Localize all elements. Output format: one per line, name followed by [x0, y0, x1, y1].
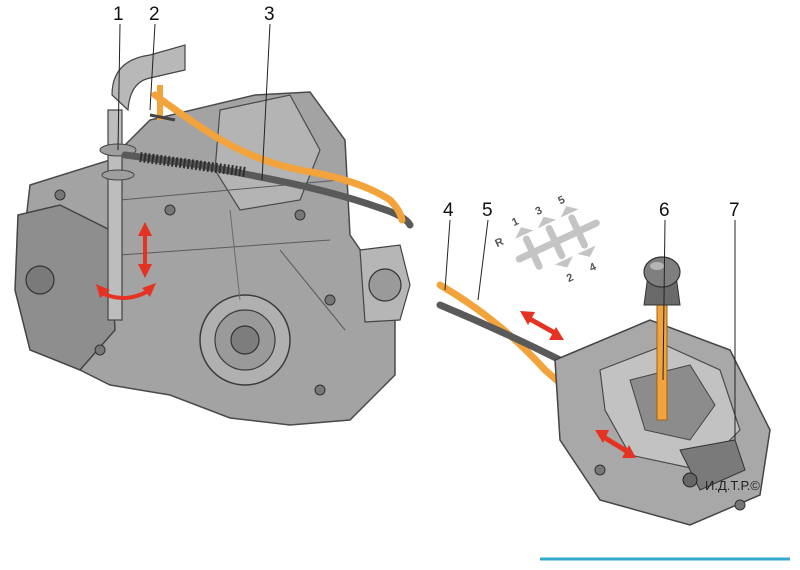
shift-pattern: R 1 3 5 2 4: [493, 194, 600, 285]
callout-2: 2: [149, 4, 160, 25]
callout-7: 7: [729, 200, 740, 221]
vertical-motion-arrow-icon: [138, 222, 152, 278]
callout-3: 3: [264, 4, 275, 25]
copyright-mark: И.Д.Т.Р.©: [705, 478, 760, 493]
shift-cable-orange: [151, 91, 406, 224]
cable-spring-sleeve: [139, 152, 246, 177]
gear-label-1: 1: [510, 215, 521, 228]
shifter-assembly: [554, 319, 771, 526]
shift-pattern-grid: [515, 214, 600, 270]
cable-motion-arrow-icon: [520, 311, 564, 340]
shifter-motion-arrow-icon: [595, 430, 636, 458]
gearbox-housing: [14, 91, 411, 426]
gear-label-2: 2: [565, 272, 576, 285]
callout-5: 5: [482, 200, 493, 221]
rotation-arrow-icon: [96, 283, 156, 300]
callout-4: 4: [443, 200, 454, 221]
callout-6: 6: [659, 200, 670, 221]
callout-leaders: [117, 23, 736, 440]
gear-label-r: R: [493, 236, 505, 250]
gear-label-4: 4: [588, 261, 599, 275]
linkage-clip: [149, 113, 176, 122]
callout-1: 1: [113, 4, 124, 25]
gear-lever: [643, 256, 681, 421]
gear-label-5: 5: [556, 194, 567, 207]
gear-label-3: 3: [534, 204, 545, 217]
